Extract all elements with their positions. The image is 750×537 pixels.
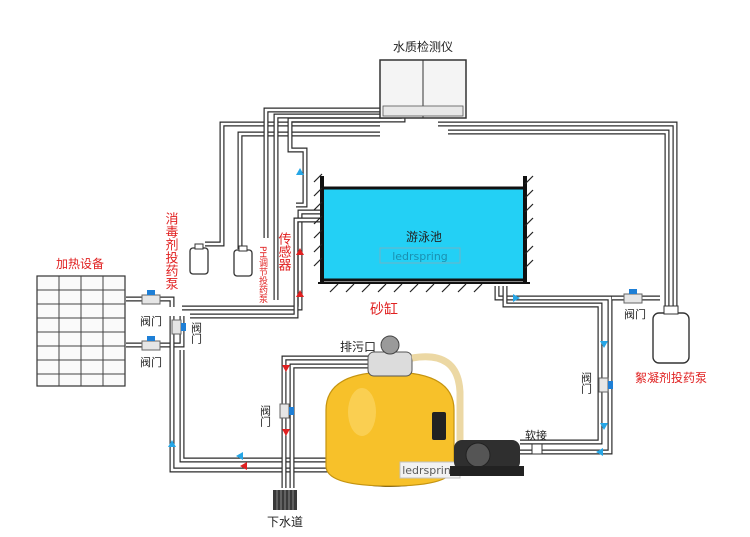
soft-joint: 软接	[525, 428, 547, 455]
valve-icon	[171, 319, 186, 335]
flow-arrow-icon	[600, 341, 608, 348]
valve-icon	[279, 403, 294, 419]
pool-wall-hatch	[313, 173, 534, 293]
flow-arrows	[168, 168, 608, 470]
drain-outlet-label: 排污口	[340, 340, 376, 354]
water-quality-monitor: 水质检测仪	[379, 39, 467, 119]
pool-watermark: ledrspring	[392, 250, 448, 263]
filter-watermark: ledrspring	[402, 464, 458, 477]
valve-label-5: 阀门	[624, 307, 646, 321]
water-quality-monitor-label: 水质检测仪	[393, 39, 453, 54]
valve-icon	[141, 336, 161, 351]
sensor-label: 传感器	[276, 232, 292, 272]
ph-pump-label: PH调节投药泵	[257, 246, 268, 303]
disinfectant-pump-label: 消毒剂投药泵	[163, 212, 179, 290]
flow-arrow-icon	[282, 429, 290, 436]
flow-arrow-icon	[513, 294, 520, 302]
valve-label-3: 阀门	[190, 321, 203, 345]
valve-label-1: 阀门	[140, 314, 162, 328]
heating-device: 加热设备	[36, 257, 126, 387]
swimming-pool: 游泳池 ledrspring	[313, 173, 534, 293]
sewer-label: 下水道	[267, 515, 303, 529]
disinfectant-pump	[189, 243, 209, 275]
valve-label-4: 阀门	[259, 404, 272, 428]
flow-arrow-icon	[296, 290, 304, 297]
valve-icon	[141, 290, 161, 305]
pump-icon	[450, 440, 524, 476]
ph-pump	[233, 245, 253, 277]
valve-label-6: 阀门	[580, 371, 593, 395]
flow-arrow-icon	[296, 248, 304, 255]
flow-arrow-icon	[596, 448, 603, 456]
valve-label-2: 阀门	[140, 355, 162, 369]
flow-arrow-icon	[236, 452, 243, 460]
flow-arrow-icon	[600, 423, 608, 430]
flow-arrow-icon	[168, 440, 176, 447]
flocculant-pump	[652, 305, 690, 364]
flow-arrow-icon	[240, 462, 247, 470]
pool-label: 游泳池	[406, 230, 442, 244]
svg-text:消毒剂投药泵: 消毒剂投药泵	[163, 212, 179, 290]
sewer: 下水道	[267, 490, 303, 529]
heating-label: 加热设备	[56, 257, 104, 271]
valve-icon	[598, 377, 613, 393]
flow-arrow-icon	[282, 365, 290, 372]
flocculant-pump-label: 絮凝剂投药泵	[635, 370, 707, 385]
valve-icon	[623, 289, 643, 304]
flow-arrow-icon	[296, 168, 304, 175]
soft-joint-label: 软接	[525, 428, 547, 442]
pipe-network	[126, 106, 678, 488]
sand-filter-label: 砂缸	[370, 301, 398, 318]
